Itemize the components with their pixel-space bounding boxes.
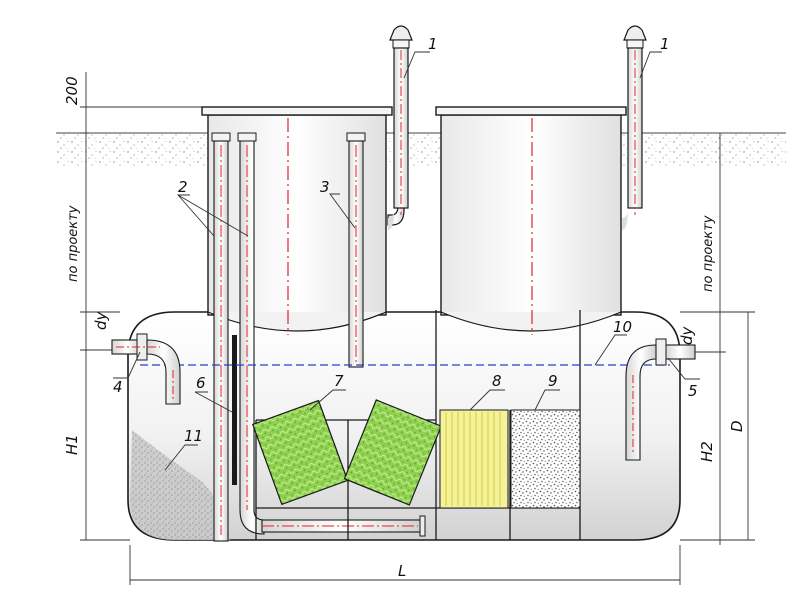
callout-1-right: 1 [660,35,670,53]
vent-pipe-left [387,25,413,230]
baffle-plate [232,335,237,485]
dimension-lines [80,72,755,585]
dim-depth-right: по проекту [701,215,716,292]
callout-8: 8 [492,372,502,390]
vertical-media-block [439,409,509,509]
outlet-pipe [625,338,696,461]
dim-l: L [398,562,406,580]
shaft-right [435,106,627,335]
callout-10: 10 [613,318,632,336]
dim-h2: H2 [698,441,716,462]
dim-depth-left: по проекту [66,205,81,282]
inspection-pipes [211,132,426,542]
dim-dy-right: dy [678,325,696,345]
callout-2: 2 [178,178,188,196]
dim-d: D [728,420,746,432]
callout-9: 9 [548,372,558,390]
callout-1-left: 1 [428,35,438,53]
ground-layer [56,132,786,167]
callout-7: 7 [334,372,344,390]
filter-media-blocks [251,399,442,506]
gravel-block [510,409,581,509]
vent-pipe-right [622,25,647,230]
dim-h1: H1 [63,434,81,455]
callout-11: 11 [184,427,203,445]
callout-4: 4 [113,378,123,396]
sediment-deposit [130,430,230,540]
callout-3: 3 [320,178,330,196]
callout-6: 6 [196,374,206,392]
inlet-pipe [111,333,181,405]
callout-5: 5 [688,382,698,400]
dim-dy-left: dy [92,310,110,330]
leader-lines [113,51,700,471]
pipe-3 [346,132,366,368]
dim-200: 200 [63,76,81,105]
